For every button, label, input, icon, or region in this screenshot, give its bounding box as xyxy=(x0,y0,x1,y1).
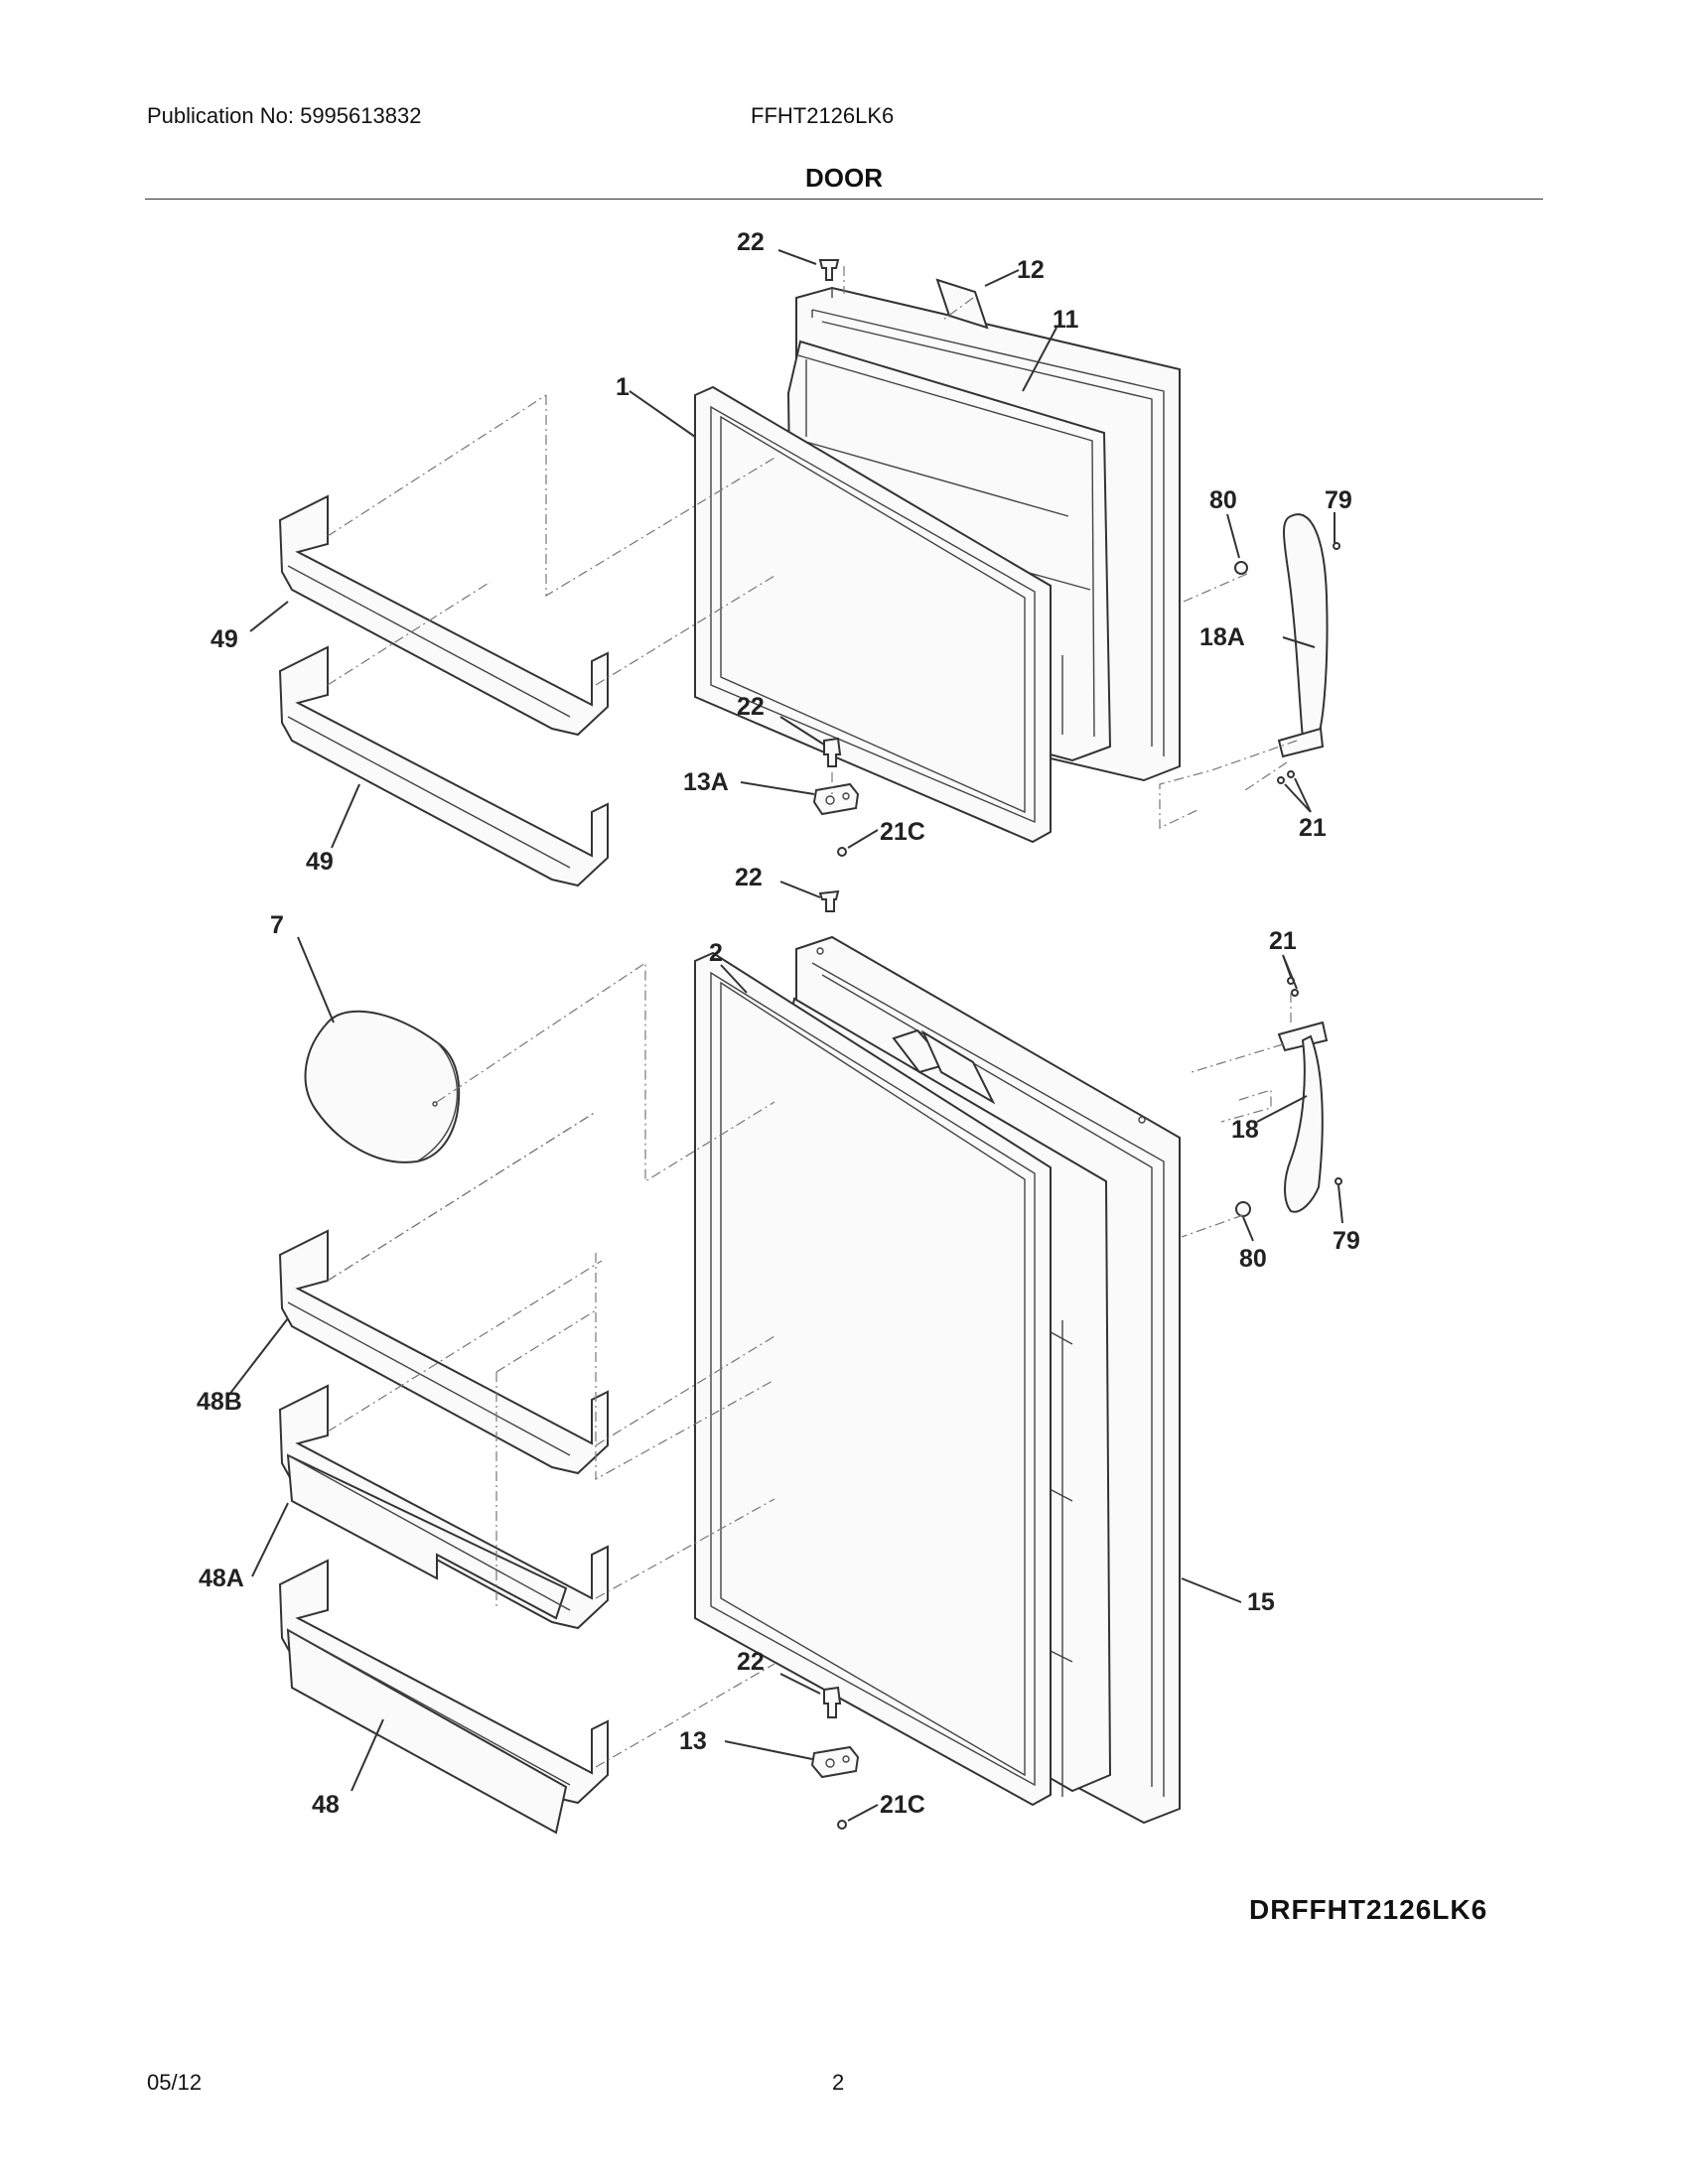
bottom-hinge-13 xyxy=(810,1745,860,1779)
callout-80b: 80 xyxy=(1239,1245,1267,1273)
top-hinge-pin-22c xyxy=(818,889,840,912)
callout-79b: 79 xyxy=(1333,1227,1360,1255)
callout-22c: 22 xyxy=(735,864,763,891)
callout-48a: 48A xyxy=(199,1565,244,1592)
callout-22d: 22 xyxy=(737,1648,765,1676)
callout-18a: 18A xyxy=(1199,623,1245,651)
section-title: DOOR xyxy=(805,163,883,193)
dairy-cover-7 xyxy=(304,1010,461,1163)
freezer-label-12 xyxy=(935,278,989,330)
callout-49a: 49 xyxy=(211,625,238,653)
handle-screw-80b xyxy=(1235,1201,1251,1217)
revision-date: 05/12 xyxy=(147,2070,203,2095)
callout-80a: 80 xyxy=(1209,486,1237,514)
diagram-code: DRFFHT2126LK6 xyxy=(1249,1894,1488,1925)
door-shelf-48a xyxy=(278,1384,609,1630)
upper-screw-22a xyxy=(818,259,840,281)
door-shelf-48b xyxy=(278,1229,609,1475)
page-number: 2 xyxy=(832,2070,845,2095)
callout-48: 48 xyxy=(312,1791,340,1819)
callout-15: 15 xyxy=(1247,1588,1275,1616)
callout-79a: 79 xyxy=(1325,486,1352,514)
leader-lines xyxy=(227,249,1343,1822)
handle-screw-79a xyxy=(1333,542,1340,550)
freezer-door-gasket xyxy=(694,385,1052,844)
screw-21c-upper xyxy=(837,847,847,857)
callout-7: 7 xyxy=(270,911,284,939)
hinge-pin-22b xyxy=(823,737,842,767)
callout-13a: 13A xyxy=(683,768,729,796)
fresh-food-handle-18 xyxy=(1277,1021,1329,1213)
callout-21c-lower: 21C xyxy=(880,1791,925,1819)
publication-number: Publication No: 5995613832 xyxy=(147,103,422,128)
callout-49b: 49 xyxy=(306,848,334,876)
lower-assembly-lines xyxy=(327,961,1292,1768)
callout-12: 12 xyxy=(1017,256,1045,284)
fresh-food-door-gasket xyxy=(694,951,1052,1807)
callout-21a: 21 xyxy=(1299,814,1327,842)
lower-hinge-13a xyxy=(812,782,860,816)
callout-13: 13 xyxy=(679,1727,707,1755)
header-divider xyxy=(145,199,1543,200)
handle-screw-79b xyxy=(1335,1177,1342,1185)
callout-1: 1 xyxy=(616,373,630,401)
freezer-shelf-49-upper xyxy=(278,494,609,737)
freezer-shelf-49-lower xyxy=(278,645,609,887)
upper-assembly-lines xyxy=(327,266,1298,829)
callout-2: 2 xyxy=(709,939,723,967)
callout-22b: 22 xyxy=(737,693,765,721)
callout-11: 11 xyxy=(1053,306,1079,334)
model-number: FFHT2126LK6 xyxy=(751,103,895,128)
callout-22a: 22 xyxy=(737,228,765,256)
callout-labels: 22 12 11 1 80 79 18A 49 49 22 13A 21C 21… xyxy=(197,228,1360,1819)
freezer-handle-18a xyxy=(1277,513,1329,758)
hinge-pin-22d xyxy=(823,1686,842,1718)
callout-21c-upper: 21C xyxy=(880,818,925,846)
handle-screw-80a xyxy=(1234,561,1248,575)
door-shelf-48 xyxy=(278,1559,609,1835)
screw-21c-lower xyxy=(837,1820,847,1830)
callout-48b: 48B xyxy=(197,1388,242,1416)
callout-21b: 21 xyxy=(1269,927,1297,955)
handle-screws-21a xyxy=(1277,770,1295,784)
callout-18: 18 xyxy=(1231,1116,1259,1144)
